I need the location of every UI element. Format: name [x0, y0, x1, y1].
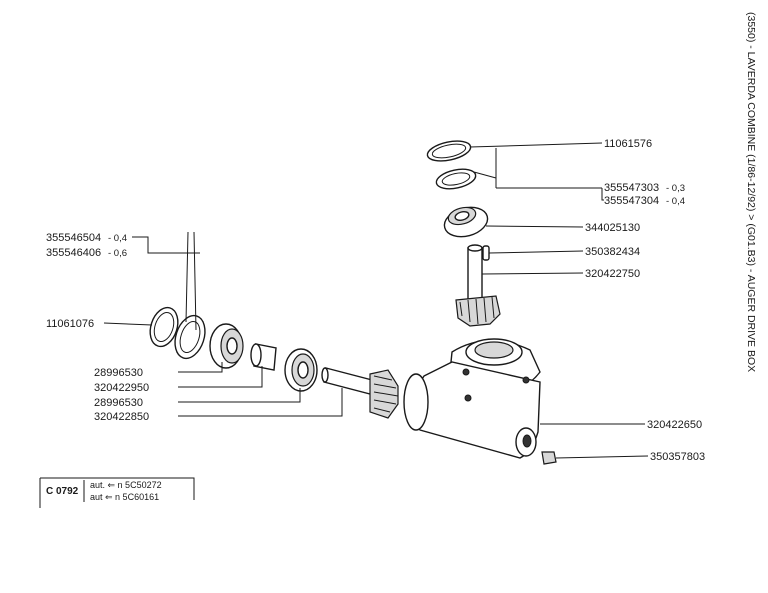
- key-top: [482, 245, 490, 261]
- label-11061076: 11061076: [46, 318, 94, 330]
- label-28996530-b: 28996530: [94, 397, 143, 409]
- leader-355546504: [132, 236, 200, 254]
- code-box-line2: aut ⇐ n 5C60161: [90, 492, 159, 502]
- label-28996530-a: 28996530: [94, 367, 143, 379]
- bearing-left-1: [209, 323, 244, 369]
- leader-320422950: [178, 366, 263, 388]
- code-box-line1: aut. ⇐ n 5C50272: [90, 480, 162, 490]
- serial-code-box: C 0792 aut. ⇐ n 5C50272 aut ⇐ n 5C60161: [39, 477, 195, 508]
- shim-ring-top: [435, 168, 477, 190]
- bearing-top: [443, 206, 489, 238]
- leader-355547303-4: [496, 187, 604, 201]
- label-350382434: 350382434: [585, 246, 640, 258]
- dim-line-left-b: [193, 231, 197, 331]
- leader-11061576: [469, 142, 603, 148]
- value-355546504: - 0,4: [108, 233, 127, 244]
- spacer-sleeve: [250, 343, 277, 371]
- pinion-shaft-left: [321, 367, 399, 419]
- snap-ring-top: [426, 140, 472, 162]
- leader-350357803: [555, 455, 649, 459]
- diagram-title: (3550) - LAVERDA COMBINE (1/86-12/92) > …: [745, 12, 757, 372]
- label-355546406: 355546406: [46, 247, 101, 259]
- leader-320422850: [178, 388, 343, 417]
- leader-320422750: [481, 272, 584, 275]
- leader-344025130: [485, 225, 584, 228]
- plug-screw: [541, 451, 557, 465]
- leader-350382434: [488, 250, 584, 254]
- label-320422950: 320422950: [94, 382, 149, 394]
- leader-shim-top: [473, 171, 497, 179]
- label-320422850: 320422850: [94, 411, 149, 423]
- value-355546406: - 0,6: [108, 248, 127, 259]
- label-320422650: 320422650: [647, 419, 702, 431]
- label-355547303: 355547303: [604, 182, 659, 194]
- dim-line-left-a: [185, 231, 189, 323]
- bearing-left-2: [284, 348, 318, 392]
- leader-28996530-b: [178, 388, 301, 403]
- label-355547304: 355547304: [604, 195, 659, 207]
- label-320422750: 320422750: [585, 268, 640, 280]
- gearbox-housing: [403, 338, 541, 459]
- code-box-code: C 0792: [46, 486, 79, 497]
- label-11061576: 11061576: [604, 138, 652, 150]
- label-344025130: 344025130: [585, 222, 640, 234]
- label-355546504: 355546504: [46, 232, 101, 244]
- pinion-shaft-top: [455, 244, 501, 327]
- label-350357803: 350357803: [650, 451, 705, 463]
- leader-11061076: [103, 322, 153, 326]
- shim-ring-left: [174, 314, 206, 360]
- value-355547304: - 0,4: [666, 196, 685, 207]
- snap-ring-left: [149, 306, 179, 348]
- value-355547303: - 0,3: [666, 183, 685, 194]
- leader-28996530-a: [178, 362, 223, 373]
